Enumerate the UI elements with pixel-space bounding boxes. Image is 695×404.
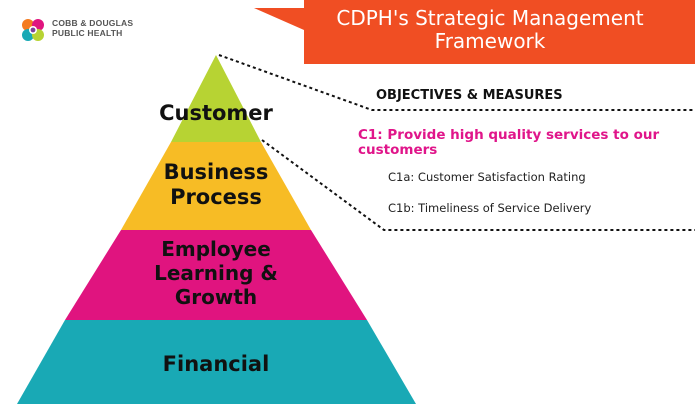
pyramid-tier-business-process (121, 142, 311, 230)
tier-label-line: Employee (161, 237, 271, 261)
logo-wordmark: COBB & DOUGLAS PUBLIC HEALTH (52, 18, 133, 38)
tier-label-line: Learning & (154, 261, 278, 285)
pyramid-tier-financial (17, 320, 416, 404)
cobb-douglas-logo-icon (22, 19, 44, 41)
tier-label-line: Business (163, 160, 269, 184)
tier-label-line: Financial (162, 352, 270, 376)
tier-label-line: Process (170, 185, 262, 209)
measure-c1b: C1b: Timeliness of Service Delivery (388, 201, 592, 215)
tier-label-line: Customer (159, 101, 273, 125)
measure-c1a: C1a: Customer Satisfaction Rating (388, 170, 586, 184)
title-line-2: Framework (434, 29, 546, 53)
objectives-heading: OBJECTIVES & MEASURES (376, 88, 563, 103)
title-line-1: CDPH's Strategic Management (336, 6, 644, 30)
tier-label-financial: Financial (96, 352, 336, 377)
objective-c1: C1: Provide high quality services to our… (358, 127, 660, 158)
connector-line-top (218, 54, 695, 111)
tier-label-employee-learning-growth: Employee Learning & Growth (96, 237, 336, 309)
page-title: CDPH's Strategic Management Framework (290, 7, 690, 53)
title-banner (254, 0, 695, 64)
pyramid-tier-employee-learning-growth (65, 230, 367, 320)
logo-line-2: PUBLIC HEALTH (52, 28, 123, 38)
connector-line-bottom (261, 139, 695, 231)
tier-label-business-process: Business Process (116, 160, 316, 210)
logo-line-1: COBB & DOUGLAS (52, 18, 134, 28)
pyramid-tier-customer (171, 55, 261, 142)
tier-label-customer: Customer (116, 101, 316, 126)
tier-label-line: Growth (174, 285, 258, 309)
